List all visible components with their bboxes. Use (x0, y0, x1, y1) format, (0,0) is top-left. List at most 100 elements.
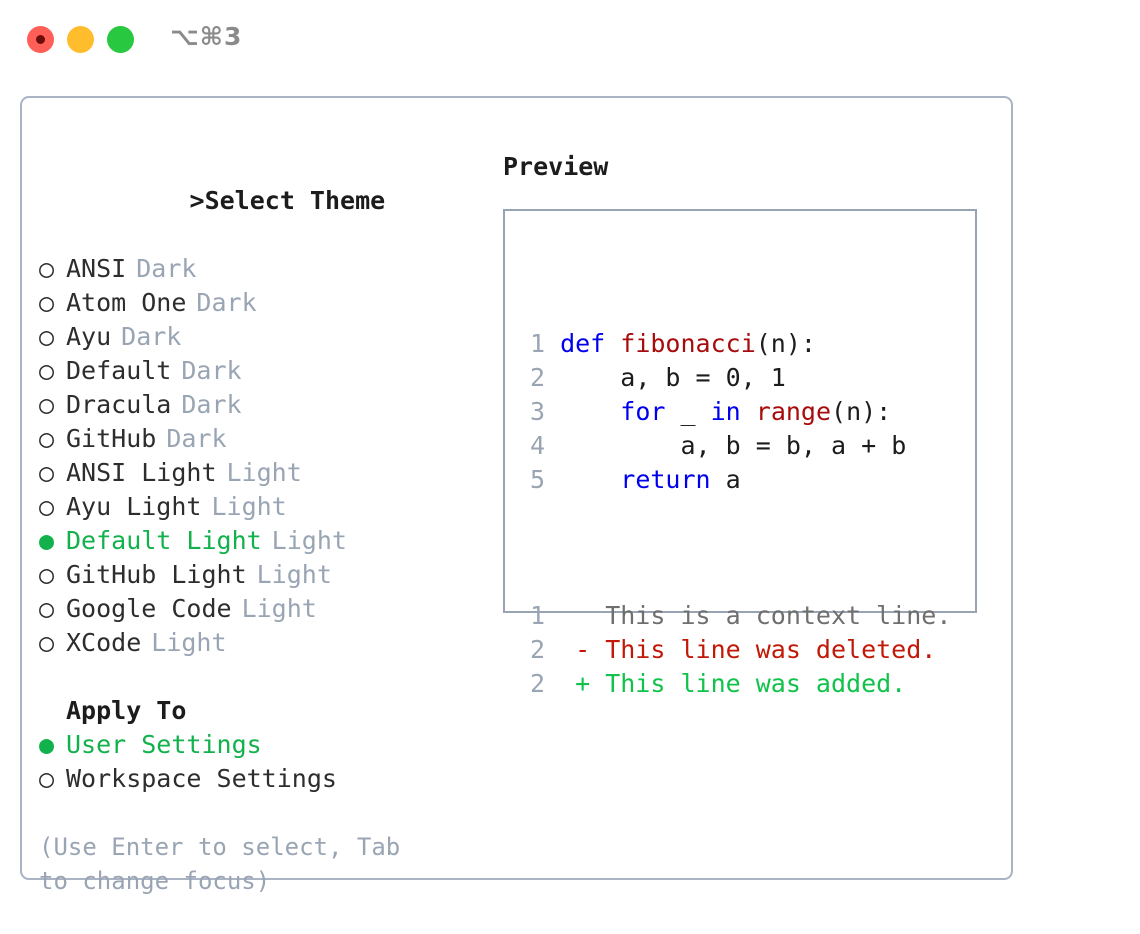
theme-option-github-light[interactable]: ○ GitHub Light Light (39, 558, 479, 592)
title-bar: ⌥⌘3 (0, 0, 1140, 78)
preview-header: Preview (503, 152, 609, 181)
code-token-txt: (n): (831, 397, 892, 426)
select-theme-label: Select Theme (204, 186, 386, 215)
code-token-txt: a (710, 465, 741, 494)
code-token-kw: in (710, 397, 741, 426)
code-token-txt: a, b = b, a + b (560, 431, 907, 460)
diff-text: + This line was added. (545, 669, 907, 698)
radio-unselected-icon: ○ (39, 594, 55, 623)
traffic-lights (27, 26, 134, 53)
line-number: 2 (529, 363, 545, 392)
radio-unselected-icon: ○ (39, 322, 55, 351)
radio-unselected-icon: ○ (39, 288, 55, 317)
theme-option-label: Default Light (66, 526, 262, 555)
code-line: 5 return a (519, 463, 951, 497)
theme-variant-tag: Dark (121, 322, 182, 351)
code-line: 2 a, b = 0, 1 (519, 361, 951, 395)
theme-option-ansi[interactable]: ○ ANSI Dark (39, 252, 479, 286)
code-token-fn: range (755, 397, 832, 426)
theme-option-label: Ayu (66, 322, 112, 351)
theme-variant-tag: Dark (166, 424, 227, 453)
theme-variant-tag: Light (271, 526, 347, 555)
radio-unselected-icon: ○ (39, 254, 55, 283)
radio-unselected-icon: ○ (39, 458, 55, 487)
window-title: ⌥⌘3 (170, 22, 243, 51)
theme-option-label: Google Code (66, 594, 232, 623)
code-line: 4 a, b = b, a + b (519, 429, 951, 463)
theme-option-label: ANSI (66, 254, 127, 283)
close-button[interactable] (27, 26, 54, 53)
theme-option-label: Atom One (66, 288, 187, 317)
theme-variant-tag: Dark (136, 254, 197, 283)
code-token-kw: return (620, 465, 711, 494)
apply-to-list: ●User Settings○ Workspace Settings (39, 728, 479, 796)
code-token-txt: a, b = 0, 1 (560, 363, 786, 392)
theme-option-ayu[interactable]: ○ Ayu Dark (39, 320, 479, 354)
line-number: 1 (529, 601, 545, 630)
radio-selected-icon: ● (39, 730, 55, 759)
maximize-button[interactable] (107, 26, 134, 53)
line-number: 3 (529, 397, 545, 426)
theme-option-label: XCode (66, 628, 142, 657)
theme-option-dracula[interactable]: ○ Dracula Dark (39, 388, 479, 422)
line-number: 4 (529, 431, 545, 460)
theme-option-label: Dracula (66, 390, 172, 419)
theme-variant-tag: Light (256, 560, 332, 589)
radio-unselected-icon: ○ (39, 560, 55, 589)
theme-variant-tag: Dark (196, 288, 257, 317)
theme-option-ansi-light[interactable]: ○ ANSI Light Light (39, 456, 479, 490)
apply-option-label: Workspace Settings (66, 764, 337, 793)
keyboard-hint: (Use Enter to select, Tab to change focu… (39, 833, 415, 895)
theme-option-label: GitHub (66, 424, 157, 453)
radio-unselected-icon: ○ (39, 390, 55, 419)
theme-option-default-light[interactable]: ● Default Light Light (39, 524, 479, 558)
theme-variant-tag: Light (211, 492, 287, 521)
diff-line-ctx: 1 This is a context line. (519, 599, 951, 633)
radio-unselected-icon: ○ (39, 764, 55, 793)
code-token-kw: for (620, 397, 666, 426)
diff-text: This is a context line. (545, 601, 952, 630)
line-number: 2 (529, 635, 545, 664)
theme-option-label: Ayu Light (66, 492, 202, 521)
section-spacer (39, 660, 479, 694)
theme-option-label: GitHub Light (66, 560, 247, 589)
select-theme-header: >Select Theme (39, 150, 479, 252)
theme-variant-tag: Light (241, 594, 317, 623)
apply-option-workspace-settings[interactable]: ○ Workspace Settings (39, 762, 479, 796)
theme-option-ayu-light[interactable]: ○ Ayu Light Light (39, 490, 479, 524)
line-number: 1 (529, 329, 545, 358)
code-line: 3 for _ in range(n): (519, 395, 951, 429)
radio-unselected-icon: ○ (39, 492, 55, 521)
theme-variant-tag: Light (226, 458, 302, 487)
diff-line-add: 2 + This line was added. (519, 667, 951, 701)
theme-option-label: ANSI Light (66, 458, 217, 487)
apply-option-user-settings[interactable]: ●User Settings (39, 728, 479, 762)
line-number: 5 (529, 465, 545, 494)
theme-option-github[interactable]: ○ GitHub Dark (39, 422, 479, 456)
apply-to-header: Apply To (66, 696, 187, 725)
theme-option-google-code[interactable]: ○ Google Code Light (39, 592, 479, 626)
code-line: 1 def fibonacci(n): (519, 327, 951, 361)
code-token-txt: (n): (755, 329, 816, 358)
radio-unselected-icon: ○ (39, 424, 55, 453)
minimize-button[interactable] (67, 26, 94, 53)
preview-panel: Preview 1 def fibonacci(n):2 a, b = 0, 1… (503, 150, 993, 698)
code-token-fn: fibonacci (620, 329, 756, 358)
theme-option-atom-one[interactable]: ○ Atom One Dark (39, 286, 479, 320)
code-token-kw: def (560, 329, 606, 358)
line-number: 2 (529, 669, 545, 698)
code-token-txt: _ (665, 397, 711, 426)
theme-variant-tag: Dark (181, 356, 242, 385)
radio-selected-icon: ● (39, 526, 55, 555)
code-token-txt (560, 397, 620, 426)
theme-variant-tag: Dark (181, 390, 242, 419)
